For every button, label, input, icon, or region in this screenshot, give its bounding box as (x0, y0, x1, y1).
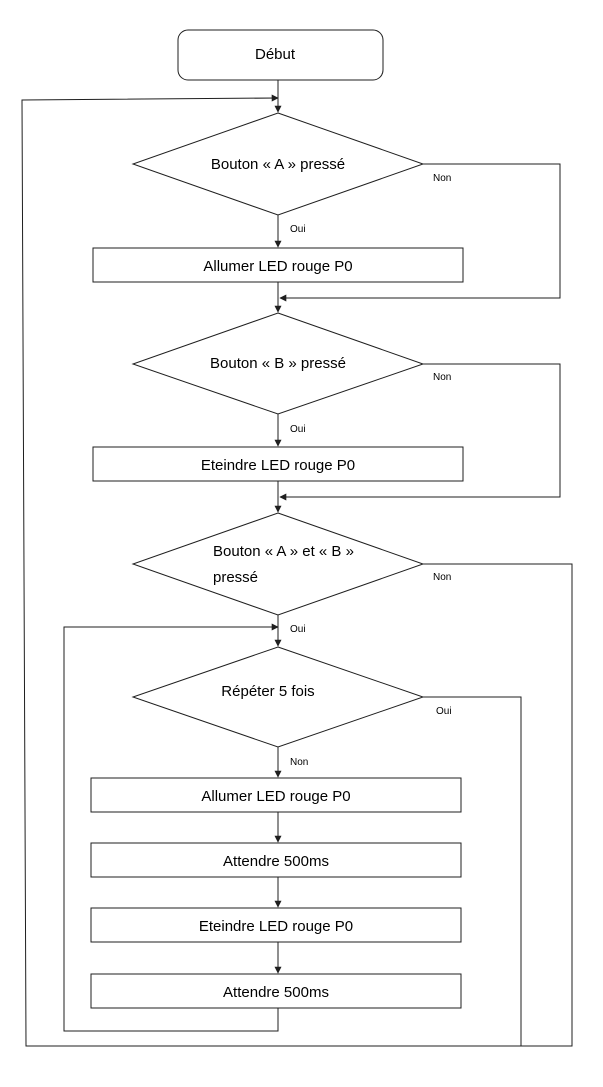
loop-step-led-off-label: Eteindre LED rouge P0 (199, 918, 353, 935)
arrow-repeat-yes-exit (423, 696, 522, 1046)
arrow-ab-no-main-loop (21, 94, 573, 1047)
edge-label-ab-yes: Oui (290, 624, 306, 635)
loop-step-led-on-label: Allumer LED rouge P0 (201, 788, 350, 805)
loop-step-led-on (90, 777, 462, 813)
edge-label-ab-no: Non (433, 572, 451, 583)
edge-label-repeat-no: Non (290, 757, 308, 768)
action-led-on (92, 247, 464, 283)
decision-button-ab (131, 512, 425, 616)
edge-label-b-yes: Oui (290, 424, 306, 435)
arrow-loop-back-to-repeat (63, 623, 279, 1032)
start-label: Début (255, 46, 296, 63)
loop-step-wait-2 (90, 973, 462, 1009)
decision-button-ab-label-line1: Bouton « A » et « B » (213, 543, 354, 560)
decision-button-b-label: Bouton « B » pressé (210, 355, 346, 372)
loop-step-wait-2-label: Attendre 500ms (223, 984, 329, 1001)
loop-step-led-off (90, 907, 462, 943)
arrow-b-no-bypass (279, 363, 561, 501)
decision-repeat-label: Répéter 5 fois (221, 683, 314, 700)
edge-label-a-no: Non (433, 173, 451, 184)
decision-button-ab-label-line2: pressé (213, 569, 258, 586)
edge-label-a-yes: Oui (290, 224, 306, 235)
action-led-off-label: Eteindre LED rouge P0 (201, 457, 355, 474)
loop-step-wait-1-label: Attendre 500ms (223, 853, 329, 870)
decision-button-a-label: Bouton « A » pressé (211, 156, 345, 173)
loop-step-wait-1 (90, 842, 462, 878)
edge-label-b-no: Non (433, 372, 451, 383)
action-led-on-label: Allumer LED rouge P0 (203, 258, 352, 275)
arrow-a-no-bypass (279, 163, 561, 302)
start-node (177, 29, 384, 81)
edge-label-repeat-yes: Oui (436, 706, 452, 717)
action-led-off (92, 446, 464, 482)
